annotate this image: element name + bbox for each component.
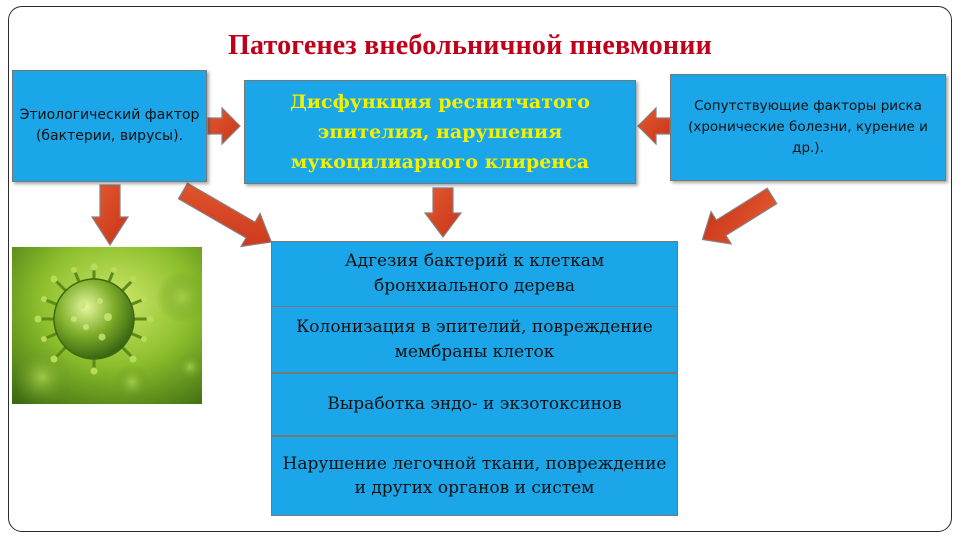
cascade-step-tissue-damage: Нарушение легочной ткани, повреждение и … [271,436,678,516]
cascade-step-text: Колонизация в эпителий, повреждение мемб… [296,316,653,362]
etiology-text: Этиологический фактор (бактерии, вирусы)… [19,107,200,144]
slide-title: Патогенез внебольничной пневмонии [228,30,712,61]
cascade-step-adhesion: Адгезия бактерий к клеткам бронхиального… [271,241,678,307]
risk-factors-box: Сопутствующие факторы риска (хронические… [670,74,946,181]
etiology-box: Этиологический фактор (бактерии, вирусы)… [12,70,207,182]
arrow-etiology-down [90,184,130,247]
virus-micrograph-icon [12,247,202,404]
cascade-step-toxins: Выработка эндо- и экзотоксинов [271,373,678,436]
cascade-step-text: Нарушение легочной ткани, повреждение и … [282,454,667,498]
cascade-step-text: Выработка эндо- и экзотоксинов [327,394,622,414]
risk-factors-text: Сопутствующие факторы риска (хронические… [688,98,928,156]
arrow-risk-to-dysfunction [637,106,671,146]
cascade-step-colonization: Колонизация в эпителий, повреждение мемб… [271,306,678,373]
dysfunction-box: Дисфункция реснитчатого эпителия, наруше… [244,80,636,184]
cascade-step-text: Адгезия бактерий к клеткам бронхиального… [344,251,605,296]
arrow-etiology-to-dysfunction [207,106,241,146]
arrow-risk-to-adhesion [701,187,778,245]
arrow-dysfunction-down [423,187,463,238]
dysfunction-text: Дисфункция реснитчатого эпителия, наруше… [290,91,590,173]
arrow-etiology-to-adhesion [177,182,273,248]
